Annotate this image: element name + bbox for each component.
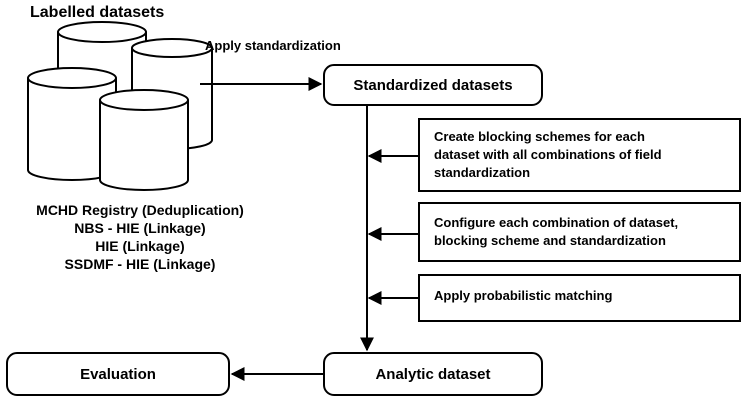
source-dataset-item: SSDMF - HIE (Linkage) xyxy=(64,256,216,272)
evaluation-box: Evaluation xyxy=(6,352,230,396)
task-probabilistic-matching: Apply probabilistic matching xyxy=(418,274,741,322)
source-dataset-item: NBS - HIE (Linkage) xyxy=(74,220,206,236)
analytic-dataset-box: Analytic dataset xyxy=(323,352,543,396)
source-datasets-list: MCHD Registry (Deduplication) NBS - HIE … xyxy=(0,201,290,273)
standardized-datasets-box: Standardized datasets xyxy=(323,64,543,106)
source-dataset-item: MCHD Registry (Deduplication) xyxy=(36,202,244,218)
database-icon xyxy=(99,89,189,191)
task-blocking-schemes: Create blocking schemes for each dataset… xyxy=(418,118,741,192)
apply-standardization-label: Apply standardization xyxy=(205,38,341,53)
source-dataset-item: HIE (Linkage) xyxy=(95,238,185,254)
labelled-datasets-label: Labelled datasets xyxy=(30,4,165,21)
task-configure-combinations: Configure each combination of dataset, b… xyxy=(418,202,741,262)
